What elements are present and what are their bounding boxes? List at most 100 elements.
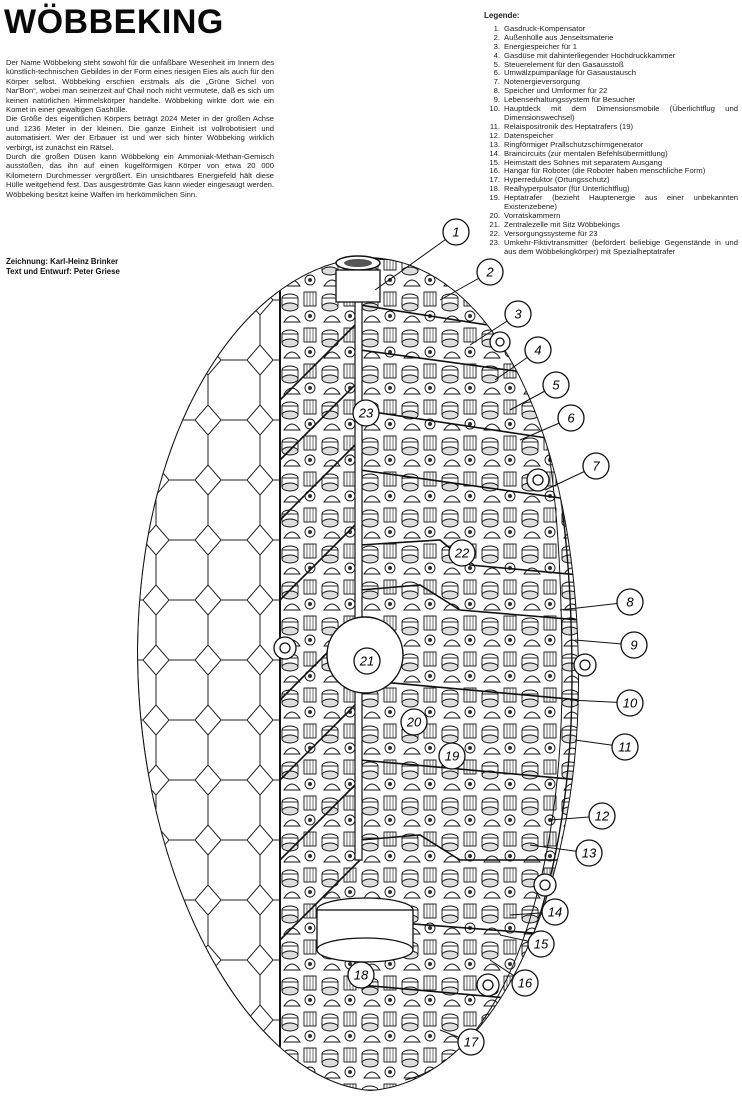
callout-4: 4 [494, 336, 552, 381]
legend-item-number: 5. [493, 59, 500, 69]
callout-number: 1 [452, 225, 459, 240]
callout-circle [442, 218, 470, 246]
callout-number: 15 [534, 937, 549, 952]
callout-number: 14 [548, 905, 562, 920]
callout-circle [504, 300, 532, 328]
legend-item: 4. Gasdüse mit dahinterliegender Hochdruc… [484, 50, 738, 61]
callout-number: 13 [582, 846, 597, 861]
legend-item-number: 20. [489, 210, 500, 220]
legend-item-number: 6. [493, 68, 500, 78]
legend-item: 15.Heimstatt des Sohnes mit separatem Au… [484, 158, 738, 168]
legend-item: 23.Umkehr-Fiktivtransmitter (befördert b… [484, 237, 738, 257]
legend-item-text: Speicher und Umformer für 22 [504, 86, 608, 96]
legend-item: 12.Datenspeicher [484, 130, 738, 141]
callout-number: 9 [630, 638, 637, 653]
legend-item-text: Relaispositronik des Heptatrafers (19) [504, 121, 634, 131]
callout-number: 7 [592, 459, 600, 474]
legend-item: 21.Zentralezelle mit Sitz Wöbbekings [484, 220, 738, 230]
interior-machinery [270, 260, 578, 1090]
callout-number: 8 [626, 595, 634, 610]
callout-number: 19 [445, 749, 459, 764]
legend-item-text: Realhyperpulsator (für Unterlichtflug) [504, 184, 630, 194]
legend-item-number: 13. [489, 139, 500, 149]
legend-item-text: Hyperreduktor (Ortungsschutz) [504, 175, 610, 185]
credit-text: Text und Entwurf: Peter Griese [6, 266, 120, 276]
callout-number: 5 [552, 378, 560, 393]
credits: Zeichnung: Karl-Heinz Brinker Text und E… [6, 257, 120, 276]
legend-item-number: 3. [493, 41, 500, 51]
callout-circle [353, 647, 381, 675]
callout-circle [616, 588, 644, 616]
callout-circle [611, 733, 639, 761]
callout-10: 10 [569, 689, 644, 717]
leader-line [374, 231, 457, 291]
callout-number: 4 [534, 343, 541, 358]
legend-item-text: Außenhülle aus Jenseitsmaterie [504, 32, 614, 42]
callout-5: 5 [509, 371, 570, 411]
legend-item-text: Ringförmiger Prallschutzschirmgenerator [504, 139, 644, 149]
legend-item-number: 14. [489, 148, 500, 158]
callout-8: 8 [559, 588, 644, 616]
legend-item: 10.Hauptdeck mit dem Dimensionsmobile (Ü… [484, 104, 738, 123]
callout-number: 20 [406, 715, 422, 730]
legend-item-number: 8. [493, 86, 500, 96]
callout-number: 23 [358, 406, 374, 421]
legend-item: 17. Hyperreduktor (Ortungsschutz) [484, 175, 738, 185]
legend-item: 3.Energiespeicher für 1 [484, 41, 738, 52]
callout-circle [582, 452, 610, 480]
callout-22: 22 [448, 539, 476, 567]
legend-item-number: 23. [489, 237, 500, 247]
gas-nozzles [273, 331, 597, 997]
legend-item-number: 11. [489, 121, 500, 131]
callout-23: 23 [352, 399, 380, 427]
legend-item: 7.Notenergieversorgung [484, 77, 738, 87]
hexagonal-shell [138, 258, 290, 1090]
legend-item-text: Heptatrafer (bezieht Hauptenergie aus ei… [504, 193, 738, 212]
legend-item: 20. Vorratskammern [484, 210, 738, 221]
legend-item: 13. Ringförmiger Prallschutzschirmgenerat… [484, 139, 738, 150]
intro-paragraph: Durch die großen Düsen kann Wöbbeking ei… [6, 152, 274, 199]
legend-item-text: Steuerelement für den Gasausstoß [504, 59, 624, 69]
legend-item-text: Vorratskammern [504, 210, 561, 220]
callout-circle [352, 399, 380, 427]
legend-item-number: 4. [493, 50, 500, 60]
callout-16: 16 [489, 959, 539, 997]
callout-circle [400, 708, 428, 736]
legend-item: 2.Außenhülle aus Jenseitsmaterie [484, 32, 738, 43]
callout-circle [476, 258, 504, 286]
central-shaft [354, 299, 363, 861]
legend-item: 11. Relaispositronik des Heptatrafers (19… [484, 121, 738, 132]
legend-item-text: Braincircuits (zur mentalen Befehlsüberm… [504, 148, 668, 158]
legend-item: 14. Braincircuits (zur mentalen Befehlsüb… [484, 148, 738, 159]
callout-number: 6 [567, 411, 575, 426]
callout-21: 21 [353, 647, 381, 675]
legend-item-number: 10. [489, 104, 500, 114]
callout-circle [541, 898, 569, 926]
callout-circle [616, 689, 644, 717]
legend-item-number: 19. [489, 193, 500, 203]
callout-circle [524, 336, 552, 364]
legend-item-text: Lebenserhaltungssystem für Besucher [504, 95, 636, 105]
legend-item-text: Gasdüse mit dahinterliegender Hochdruckk… [504, 50, 676, 60]
callout-7: 7 [544, 452, 610, 491]
callout-17: 17 [439, 1028, 485, 1056]
callout-circle [457, 1028, 485, 1056]
legend-item-number: 17. [489, 175, 500, 185]
legend-item-number: 12. [489, 130, 500, 140]
callout-9: 9 [574, 631, 648, 659]
callout-number: 21 [359, 654, 374, 669]
legend-item-text: Notenergieversorgung [504, 77, 581, 87]
callout-circle [527, 930, 555, 958]
callout-circle [448, 539, 476, 567]
callout-circle [438, 742, 466, 770]
callout-number: 10 [623, 696, 638, 711]
callout-13: 13 [529, 839, 603, 867]
callout-18: 18 [347, 961, 375, 989]
callout-number: 16 [518, 976, 533, 991]
callout-circle [347, 961, 375, 989]
callout-number: 18 [354, 968, 369, 983]
